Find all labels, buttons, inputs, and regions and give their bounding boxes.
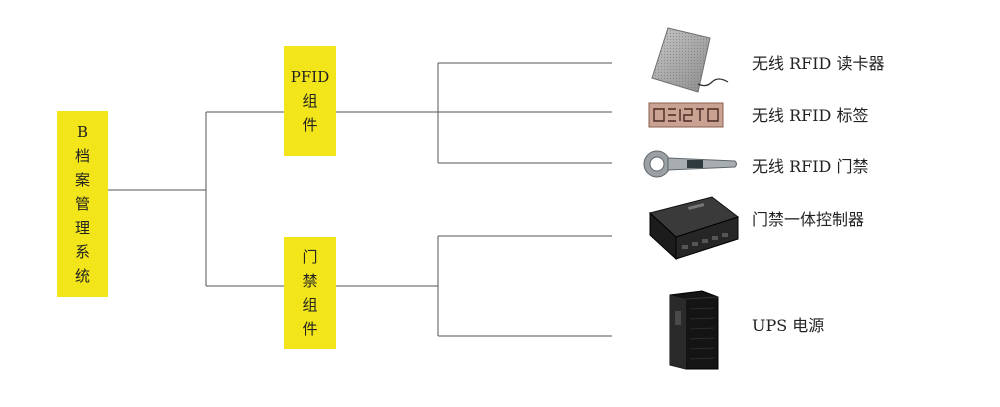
rfid-access-wand-icon: [643, 150, 737, 178]
root-box-archive-system: B 档 案 管 理 系 统: [57, 111, 108, 297]
rfid-tag-icon: [648, 102, 724, 128]
root-char: 档: [74, 147, 90, 165]
root-char: 系: [74, 243, 90, 261]
group-char: 组: [302, 92, 318, 110]
root-char: 案: [74, 171, 90, 189]
rfid-reader-icon: [651, 27, 729, 93]
device-label-rfid-tag: 无线 RFID 标签: [752, 106, 869, 125]
group-char: 禁: [302, 272, 318, 290]
group-char: PFID: [290, 68, 330, 86]
group-char: 件: [302, 116, 318, 134]
device-label-rfid-reader: 无线 RFID 读卡器: [752, 54, 885, 73]
group-char: 件: [302, 320, 318, 338]
device-label-rfid-access: 无线 RFID 门禁: [752, 157, 869, 176]
group-box-pfid: PFID 组 件: [284, 46, 336, 156]
access-controller-icon: [648, 196, 740, 261]
root-char: 理: [74, 219, 90, 237]
group-char: 门: [302, 248, 318, 266]
root-char: B: [76, 123, 89, 141]
root-char: 管: [74, 195, 90, 213]
ups-power-icon: [669, 290, 719, 370]
device-label-access-controller: 门禁一体控制器: [752, 210, 865, 229]
root-char: 统: [74, 267, 90, 285]
device-label-ups-power: UPS 电源: [752, 316, 825, 335]
group-box-access-control: 门 禁 组 件: [284, 237, 336, 349]
group-char: 组: [302, 296, 318, 314]
